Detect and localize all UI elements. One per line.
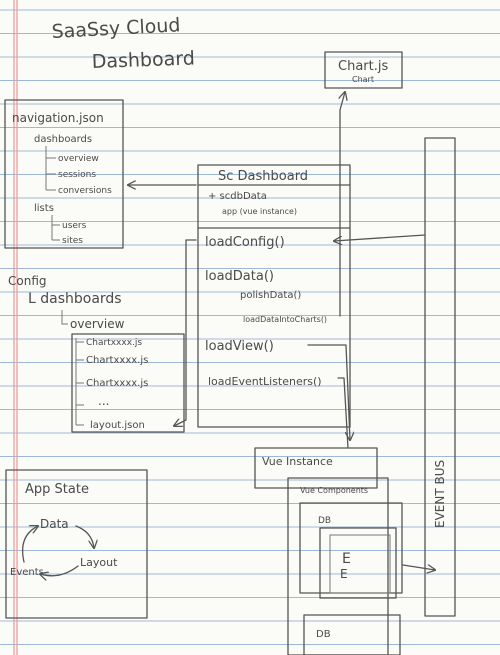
sc-dashboard-box: Sc Dashboard + scdbData app (vue instanc… (197, 164, 351, 428)
app-state-layout: Layout (80, 556, 118, 569)
navigation-json-box: navigation.json dashboards overview sess… (4, 99, 124, 249)
sketch-title-line1: SaaSsy Cloud (51, 14, 181, 43)
app-state-box: App State Data Layout Events (5, 469, 148, 619)
connector-arrows (128, 92, 435, 570)
nav-item-conversions: conversions (58, 186, 112, 196)
config-file-ellipsis: ... (98, 394, 109, 408)
sc-dashboard-field-note: app (vue instance) (222, 207, 297, 216)
chartjs-label: Chart.js (338, 59, 388, 74)
app-state-data: Data (40, 517, 69, 531)
events-glyph: E (340, 567, 348, 581)
ruled-lines (0, 9, 500, 645)
method-load-config: loadConfig() (205, 235, 285, 250)
vue-instance-box: Vue Instance Vue Components DB E E DB (254, 447, 403, 655)
app-state-title: App State (25, 482, 89, 497)
nav-lists-label: lists (34, 203, 54, 214)
navigation-file-label: navigation.json (12, 111, 104, 125)
sc-dashboard-title: Sc Dashboard (218, 169, 308, 184)
config-label: Config (8, 274, 47, 288)
method-load-data-into-charts: loadDataIntoCharts() (243, 315, 327, 324)
method-load-event-listeners: loadEventListeners() (208, 375, 322, 388)
config-file-3: Chartxxxx.js (86, 378, 148, 389)
vue-instance-label: Vue Instance (262, 455, 333, 468)
vue-components-label: Vue Components (300, 486, 368, 495)
event-bus: EVENT BUS (424, 137, 456, 617)
sketch-title-line2: Dashboard (91, 47, 195, 73)
method-load-view: loadView() (205, 339, 274, 354)
chartjs-sublabel: Chart (352, 75, 374, 84)
db-label-2: DB (316, 629, 331, 640)
config-dashboards-label: L dashboards (28, 291, 122, 307)
config-tree: Config L dashboards overview Chartxxxx.j… (8, 274, 185, 433)
nav-item-users: users (62, 221, 87, 231)
chartjs-box: Chart.js Chart (324, 51, 403, 89)
sc-dashboard-field: + scdbData (208, 191, 267, 202)
config-file-1: Chartxxxx.js (86, 338, 142, 348)
config-file-layout: layout.json (90, 420, 145, 431)
db-label-1: DB (318, 516, 331, 526)
event-bus-label: EVENT BUS (433, 460, 447, 528)
app-state-events: Events (10, 567, 44, 578)
nav-item-sessions: sessions (58, 170, 96, 180)
events-glyph: E (342, 551, 351, 567)
config-file-2: Chartxxxx.js (86, 355, 148, 366)
nav-dashboards-label: dashboards (34, 134, 92, 145)
nav-item-overview: overview (58, 154, 99, 164)
config-overview-label: overview (70, 317, 125, 331)
method-polish-data: polishData() (240, 290, 301, 301)
nav-item-sites: sites (62, 236, 83, 246)
method-load-data: loadData() (205, 269, 274, 284)
